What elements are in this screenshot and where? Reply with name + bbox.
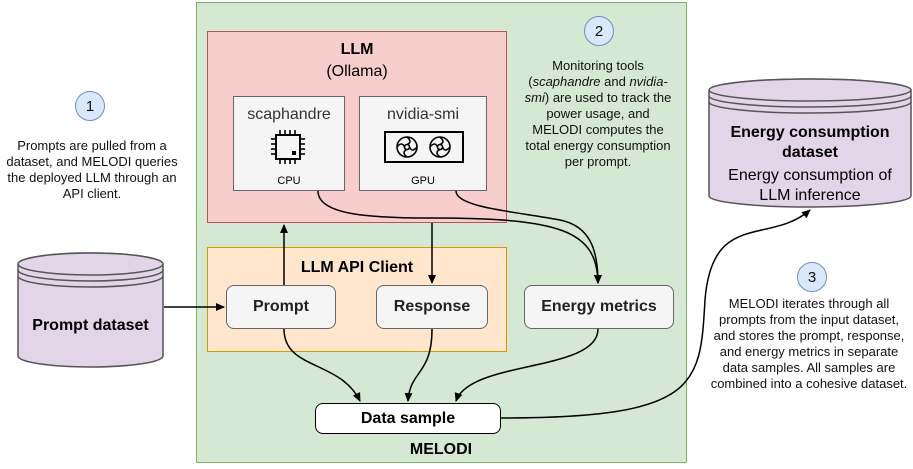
step-2-tool-b: nvidia-smi [524,74,668,105]
api-client-title: LLM API Client [300,259,414,276]
response-box: Response [376,285,488,329]
arrow-cpu-to-energy [317,190,602,284]
arrow-sample-to-energy-dataset [500,209,811,419]
step-1-note: Prompts are pulled from a dataset, and M… [6,138,178,201]
step-2-text-a: Monitoring tools ( [528,58,644,89]
step-3-note: MELODI iterates through all prompts from… [710,296,908,391]
arrow-prompt-to-sample [283,328,361,402]
step-1-circle: 1 [75,91,105,121]
data-sample-box: Data sample [315,403,501,434]
energy-dataset-title: Energy consumption dataset [730,124,890,161]
arrow-energy-to-sample [454,328,599,402]
step-2-text-b: and [600,74,630,89]
energy-metrics-box: Energy metrics [524,285,674,329]
energy-dataset-subtitle: Energy consumption of LLM inference [728,167,892,204]
gpu-icon [384,131,464,163]
arrow-gpu-to-energy [455,190,602,284]
cpu-label: CPU [277,175,301,187]
prompt-dataset-cylinder [17,252,164,368]
step-3-circle: 3 [797,262,827,292]
melodi-label: MELODI [409,441,473,458]
prompt-dataset-label: Prompt dataset [32,317,149,334]
llm-subtitle: (Ollama) [326,63,388,80]
cpu-icon [270,130,306,164]
scaphandre-label: scaphandre [247,106,331,123]
nvidia-smi-label: nvidia-smi [386,106,459,123]
step-2-text-c: ) are used to track the power usage, and… [525,90,672,169]
energy-dataset-cylinder [708,78,912,208]
llm-title: LLM [340,41,374,58]
scaphandre-box [233,96,345,191]
step-2-circle: 2 [584,16,614,46]
prompt-box: Prompt [226,285,336,329]
gpu-label: GPU [411,175,435,187]
step-2-note: Monitoring tools (scaphandre and nvidia-… [522,58,674,170]
nvidia-smi-box [359,96,487,191]
arrow-response-to-sample [404,328,433,402]
step-2-tool-a: scaphandre [532,74,601,89]
